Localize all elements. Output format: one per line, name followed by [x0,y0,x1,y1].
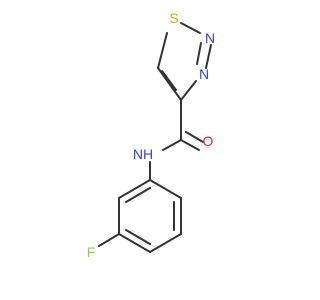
bond-ar1-ar2 [149,179,182,199]
bond-c4-c5-double [161,70,177,91]
bond-ar4-ar5 [118,233,151,253]
bond-ar6-ar1-double [125,187,151,203]
atom-label-fluorine: F [87,244,96,260]
bond-ar6-ar1 [118,179,151,199]
molecule-canvas: S N N O NH F [86,10,216,260]
bond-carbonyl-o-double [185,131,204,143]
bond-s1-n2 [180,22,201,34]
bond-n2-n3-double [196,42,202,65]
atom-label-sulfur: S [169,10,178,26]
atom-label-nitrogen-3: N [199,66,209,82]
bond-carbonyl-n [162,139,182,151]
bond-carbonyl-o [180,139,200,151]
bond-c4-c5 [157,67,182,101]
bond-n3-c4 [180,80,197,101]
bond-c5-s1 [157,32,168,69]
bond-ar4-ar5-double [125,229,151,245]
atom-label-amide-nh: NH [133,146,153,162]
atom-label-oxygen: O [203,133,214,149]
bond-n2-n3 [205,44,212,69]
atom-label-nitrogen-2: N [205,30,215,46]
bond-ar5-f [98,233,120,247]
molecule-structure: S N N O NH F [87,10,215,260]
bond-ar3-ar4 [149,233,182,253]
